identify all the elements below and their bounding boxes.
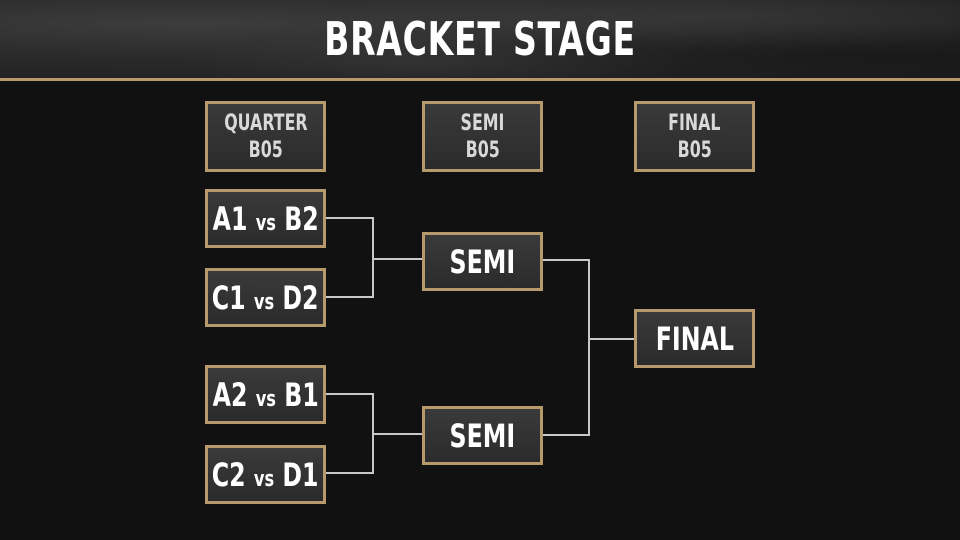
connector-semis-to-final bbox=[543, 259, 634, 436]
match-quarter-4[interactable]: C2 vs D1 bbox=[205, 445, 326, 504]
team-b: B2 bbox=[284, 199, 319, 238]
match-semi-2[interactable]: SEMI bbox=[422, 406, 543, 465]
semi-label: SEMI bbox=[449, 416, 516, 455]
team-a: A1 bbox=[212, 199, 248, 238]
team-a: A2 bbox=[212, 375, 248, 414]
team-a: C2 bbox=[212, 455, 246, 494]
round-format: B05 bbox=[677, 137, 712, 163]
connector-qf1-qf2-to-semi1 bbox=[326, 217, 423, 298]
round-header-final: FINAL B05 bbox=[634, 101, 755, 172]
match-semi-1[interactable]: SEMI bbox=[422, 232, 543, 291]
page-title: BRACKET STAGE bbox=[324, 12, 636, 66]
team-b: D2 bbox=[282, 278, 319, 317]
match-quarter-2[interactable]: C1 vs D2 bbox=[205, 268, 326, 327]
semi-label: SEMI bbox=[449, 242, 516, 281]
round-format: B05 bbox=[465, 137, 500, 163]
match-final[interactable]: FINAL bbox=[634, 309, 755, 368]
round-name: SEMI bbox=[460, 110, 505, 136]
vs-label: vs bbox=[255, 210, 276, 236]
header-divider bbox=[0, 78, 960, 81]
vs-label: vs bbox=[254, 289, 275, 315]
vs-label: vs bbox=[255, 386, 276, 412]
round-name: FINAL bbox=[668, 110, 721, 136]
connector-qf3-qf4-to-semi2 bbox=[326, 393, 423, 474]
round-format: B05 bbox=[248, 137, 283, 163]
round-name: QUARTER bbox=[223, 110, 308, 136]
header-banner bbox=[0, 0, 960, 78]
match-quarter-1[interactable]: A1 vs B2 bbox=[205, 189, 326, 248]
final-label: FINAL bbox=[655, 319, 734, 358]
round-header-semi: SEMI B05 bbox=[422, 101, 543, 172]
match-quarter-3[interactable]: A2 vs B1 bbox=[205, 365, 326, 424]
team-b: B1 bbox=[284, 375, 319, 414]
round-header-quarter: QUARTER B05 bbox=[205, 101, 326, 172]
team-a: C1 bbox=[212, 278, 246, 317]
team-b: D1 bbox=[282, 455, 319, 494]
vs-label: vs bbox=[254, 466, 275, 492]
